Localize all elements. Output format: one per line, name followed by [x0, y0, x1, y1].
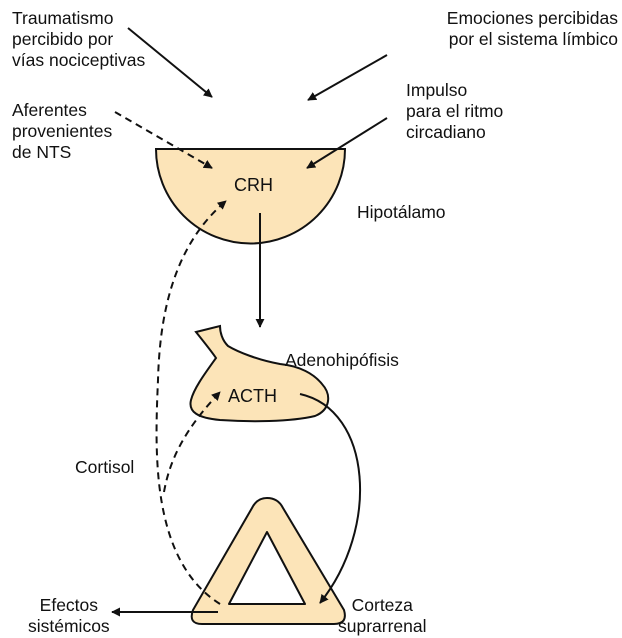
cortisol-feedback-hypothalamus-arrow — [155, 200, 227, 605]
afferents-arrow — [114, 111, 213, 169]
afferents-line-3: de NTS — [12, 142, 72, 162]
afferents-line-2: provenientes — [12, 121, 113, 141]
circadian-line-1: Impulso — [406, 80, 468, 100]
acth-label: ACTH — [228, 386, 277, 406]
emotions-line-1: Emociones percibidas — [446, 8, 618, 28]
emotions-line-2: por el sistema límbico — [448, 29, 618, 49]
emotions-label: Emociones percibidas por el sistema límb… — [447, 8, 618, 50]
hypothalamus-label: Hipotálamo — [357, 202, 446, 222]
pituitary-shape — [189, 324, 330, 423]
cortisol-label: Cortisol — [75, 457, 135, 477]
circadian-line-2: para el ritmo — [406, 101, 504, 121]
trauma-label: Traumatismo percibido por vías nocicepti… — [12, 8, 145, 71]
effects-line-2: sistémicos — [28, 616, 110, 636]
acth-to-adrenal-arrow — [299, 393, 361, 604]
trauma-line-3: vías nociceptivas — [12, 50, 146, 70]
hypothalamus-shape — [154, 148, 347, 245]
emotions-arrow — [307, 54, 388, 101]
adrenal-line-1: Corteza — [351, 595, 413, 615]
systemic-effects-label: Efectos sistémicos — [28, 595, 110, 637]
circadian-label: Impulso para el ritmo circadiano — [406, 80, 503, 143]
effects-line-1: Efectos — [39, 595, 99, 615]
trauma-line-1: Traumatismo — [12, 8, 114, 28]
circadian-line-3: circadiano — [406, 122, 486, 142]
circadian-arrow — [306, 117, 388, 169]
adrenal-line-2: suprarrenal — [338, 616, 427, 636]
afferents-label: Aferentes provenientes de NTS — [12, 100, 112, 163]
cortisol-feedback-pituitary-arrow — [163, 391, 221, 493]
pituitary-label: Adenohipófisis — [285, 350, 399, 370]
trauma-line-2: percibido por — [12, 29, 114, 49]
adrenal-cortex-label: Corteza suprarrenal — [338, 595, 427, 637]
adrenal-cortex-shape — [190, 496, 346, 625]
crh-label: CRH — [234, 175, 273, 195]
trauma-arrow — [127, 27, 213, 98]
afferents-line-1: Aferentes — [12, 100, 87, 120]
